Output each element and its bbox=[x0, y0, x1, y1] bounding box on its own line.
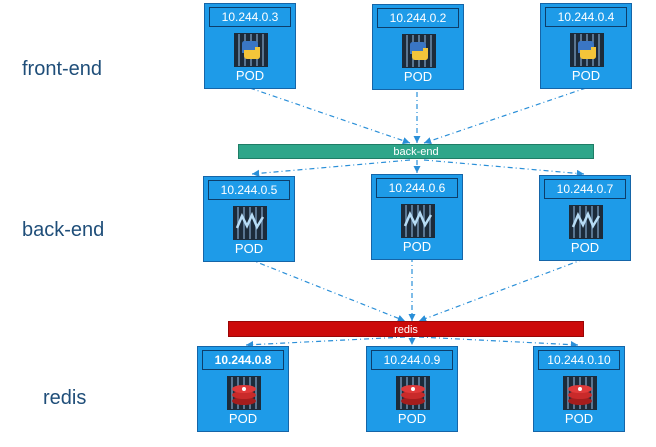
arrow-be1-redis bbox=[248, 258, 406, 322]
python-icon bbox=[402, 34, 436, 68]
pod-frontend[interactable]: 10.244.0.2 POD bbox=[372, 4, 464, 90]
python-icon bbox=[570, 33, 604, 67]
arrow-backend-be3 bbox=[423, 159, 585, 177]
pod-ip: 10.244.0.8 bbox=[202, 350, 284, 370]
tier-label-redis: redis bbox=[43, 387, 87, 409]
pod-ip: 10.244.0.3 bbox=[209, 7, 291, 27]
pod-label: POD bbox=[564, 411, 594, 426]
redis-icon bbox=[396, 376, 430, 410]
pod-label: POD bbox=[228, 411, 258, 426]
tier-label-frontend: front-end bbox=[22, 58, 103, 80]
arrow-backend-be1 bbox=[251, 159, 411, 177]
pod-ip: 10.244.0.7 bbox=[544, 179, 626, 199]
pod-backend[interactable]: 10.244.0.5 POD bbox=[203, 176, 295, 262]
pod-label: POD bbox=[571, 68, 601, 83]
pod-label: POD bbox=[402, 239, 432, 254]
pod-label: POD bbox=[570, 240, 600, 255]
pod-ip: 10.244.0.2 bbox=[377, 8, 459, 28]
redis-icon bbox=[563, 376, 597, 410]
pod-ip: 10.244.0.6 bbox=[376, 178, 458, 198]
arrow-redis-r3 bbox=[418, 336, 579, 349]
tier-label-backend: back-end bbox=[22, 219, 105, 241]
pod-label: POD bbox=[234, 241, 264, 256]
service-redis: redis bbox=[228, 321, 584, 337]
pod-label: POD bbox=[397, 411, 427, 426]
arrow-redis-r1 bbox=[245, 336, 406, 349]
redis-icon bbox=[227, 376, 261, 410]
worker-icon bbox=[401, 204, 435, 238]
pod-ip: 10.244.0.5 bbox=[208, 180, 290, 200]
pod-ip: 10.244.0.10 bbox=[538, 350, 620, 370]
pod-backend[interactable]: 10.244.0.7 POD bbox=[539, 175, 631, 261]
pod-redis[interactable]: 10.244.0.10 POD bbox=[533, 346, 625, 432]
worker-icon bbox=[233, 206, 267, 240]
pod-redis[interactable]: 10.244.0.8 POD bbox=[197, 346, 289, 432]
pod-frontend[interactable]: 10.244.0.3 POD bbox=[204, 3, 296, 89]
pod-redis[interactable]: 10.244.0.9 POD bbox=[366, 346, 458, 432]
arrow-fe1-backend bbox=[249, 87, 411, 145]
pod-frontend[interactable]: 10.244.0.4 POD bbox=[540, 3, 632, 89]
arrow-fe3-backend bbox=[423, 87, 587, 145]
pod-backend[interactable]: 10.244.0.6 POD bbox=[371, 174, 463, 260]
worker-icon bbox=[569, 205, 603, 239]
service-backend: back-end bbox=[238, 144, 594, 159]
arrow-be3-redis bbox=[418, 258, 585, 322]
pod-label: POD bbox=[235, 68, 265, 83]
python-icon bbox=[234, 33, 268, 67]
pod-ip: 10.244.0.9 bbox=[371, 350, 453, 370]
pod-ip: 10.244.0.4 bbox=[545, 7, 627, 27]
pod-label: POD bbox=[403, 69, 433, 84]
